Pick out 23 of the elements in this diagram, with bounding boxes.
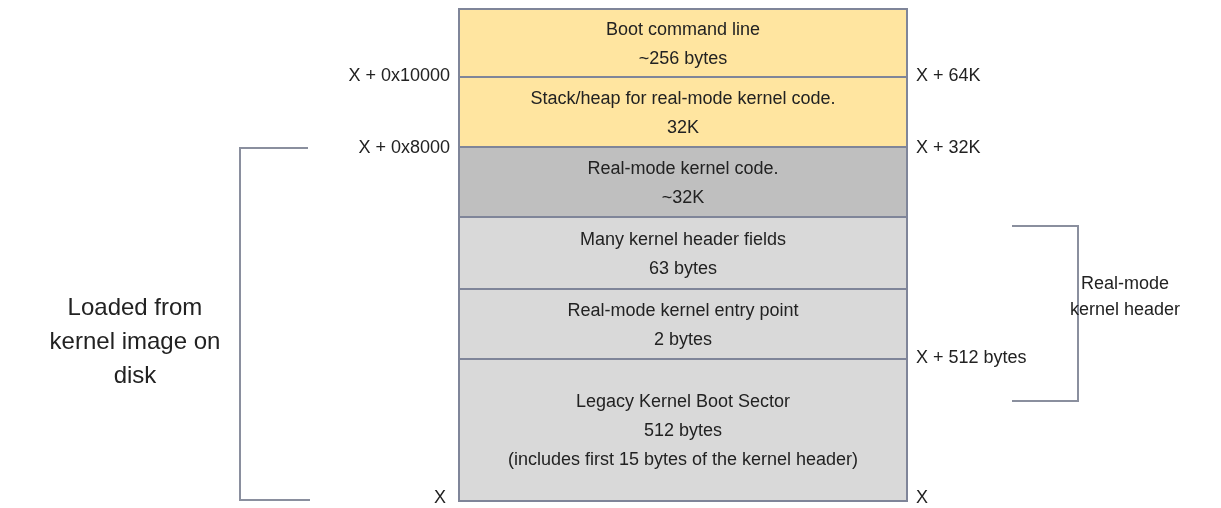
region-text: (includes first 15 bytes of the kernel header)	[507, 447, 859, 471]
address-label: X + 0x10000	[348, 64, 450, 86]
region-text: 63 bytes	[648, 257, 717, 280]
bracket-label: Real-mode kernel header	[1068, 272, 1182, 321]
address-label: X + 32K	[916, 136, 981, 158]
address-label: X	[434, 486, 446, 508]
bracket-label: Loaded from kernel image on disk	[48, 292, 222, 390]
region-text: Many kernel header fields	[579, 228, 787, 251]
region-text: Stack/heap for real-mode kernel code.	[530, 87, 836, 110]
region-text: 2 bytes	[653, 328, 712, 351]
region-text: 512 bytes	[643, 418, 723, 442]
region-text: Real-mode kernel code.	[587, 157, 779, 180]
address-label: X + 0x8000	[358, 136, 450, 158]
region-text: Real-mode kernel entry point	[567, 299, 799, 322]
memory-region-box	[458, 358, 908, 502]
address-label: X	[916, 486, 928, 508]
region-text: Legacy Kernel Boot Sector	[575, 389, 791, 413]
region-text: Boot command line	[605, 18, 761, 41]
address-label: X + 512 bytes	[916, 346, 1027, 368]
region-text: ~256 bytes	[638, 47, 728, 70]
address-label: X + 64K	[916, 64, 981, 86]
region-text: 32K	[667, 116, 699, 139]
region-text: ~32K	[661, 186, 705, 209]
